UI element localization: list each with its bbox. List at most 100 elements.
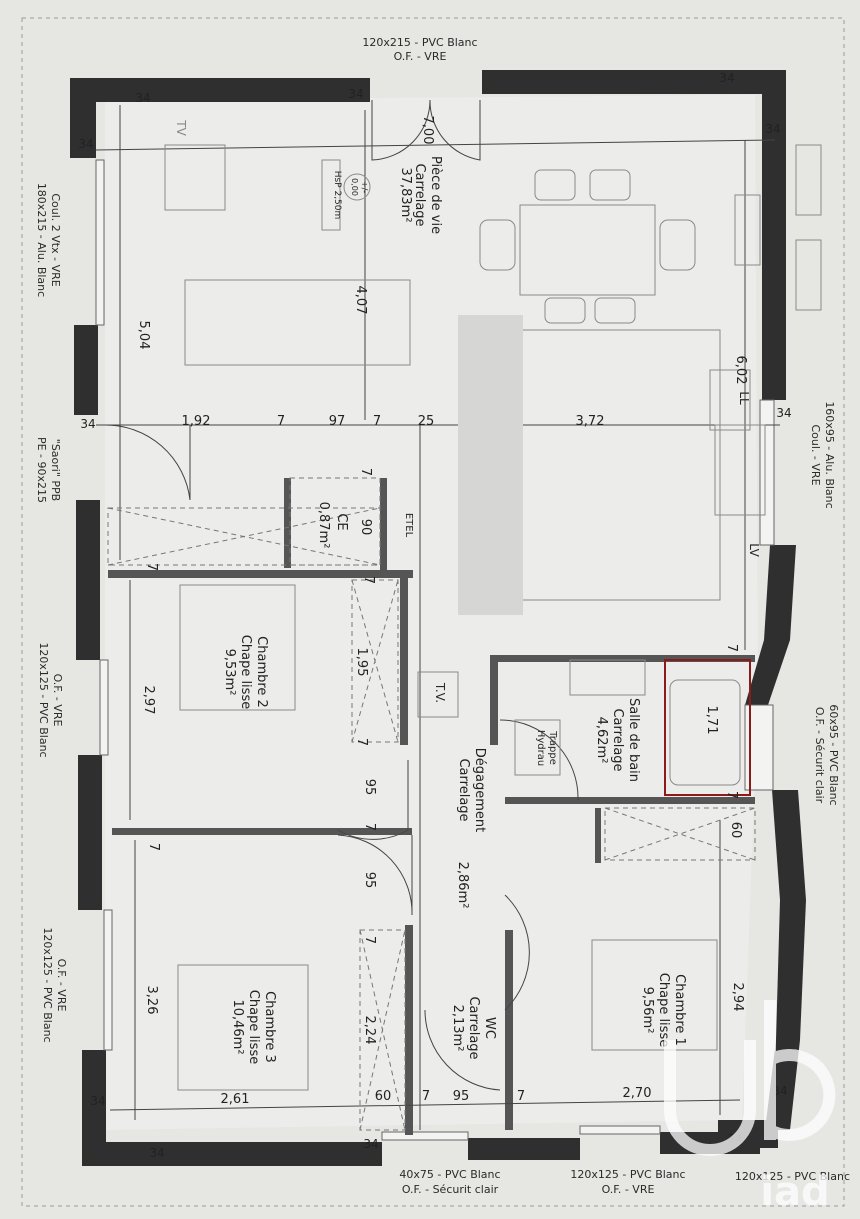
redacted-block <box>458 315 523 615</box>
win-right-upper-2: Coul. - VRE <box>809 424 822 485</box>
level-sign: +/- <box>360 181 369 193</box>
partition-wc-right <box>505 930 513 1130</box>
exterior-unit-a <box>795 144 822 216</box>
bedroom2-area: 9,53m² <box>222 649 237 696</box>
dining-table <box>519 204 656 296</box>
dim-60a: 60 <box>728 822 743 839</box>
bed-bedroom2 <box>179 584 296 711</box>
win-left-low-1: 120x125 - PVC Blanc <box>41 927 54 1042</box>
bathtub <box>664 659 751 796</box>
etel-label: ETEL <box>403 513 414 538</box>
door-bedroom1 <box>504 894 530 1011</box>
hall-area: 2,86m² <box>455 862 470 909</box>
furniture <box>164 144 822 1091</box>
dim-34: 34 <box>149 1146 164 1160</box>
trappe-label-1: Trappe <box>547 730 558 765</box>
dim-2-94: 2,94 <box>730 983 745 1012</box>
win-right-mid-1: 60x95 - PVC Blanc <box>827 704 840 805</box>
chair <box>479 219 516 271</box>
room-labels: Pièce de vie Carrelage 37,83m² CE 0,87m²… <box>222 156 687 1064</box>
exterior-unit-b <box>795 239 822 311</box>
dim-7e: 7 <box>361 576 376 584</box>
dim-34: 34 <box>90 1094 105 1108</box>
closet-bedroom3 <box>359 929 406 1131</box>
dim-7k: 7 <box>724 791 739 799</box>
partition-ce-left <box>284 478 291 568</box>
bed-bedroom3 <box>177 964 309 1091</box>
window-left-mid <box>99 659 109 756</box>
dim-2-61: 2,61 <box>221 1092 250 1107</box>
radiator <box>734 194 761 266</box>
door-swings <box>103 99 579 1091</box>
dim-1-71: 1,71 <box>704 706 719 735</box>
dim-34: 34 <box>78 137 93 151</box>
dim-7m: 7 <box>517 1089 525 1104</box>
dim-5-04: 5,04 <box>136 321 151 350</box>
door-entry-b <box>429 99 481 161</box>
chair <box>544 297 586 324</box>
partition-bedroom2-right <box>400 570 408 745</box>
iad-watermark: iad <box>664 1000 836 1215</box>
dim-2-70: 2,70 <box>623 1086 652 1101</box>
win-top-line2: O.F. - VRE <box>394 50 447 63</box>
dimline-7-00 <box>95 139 776 151</box>
watermark-text: iad <box>760 1169 829 1215</box>
dim-95c: 95 <box>453 1089 470 1104</box>
dim-60b: 60 <box>375 1089 392 1104</box>
dim-7j: 7 <box>724 644 739 652</box>
partition-bedroom3-right <box>405 925 413 1135</box>
dim-34: 34 <box>765 122 780 136</box>
dim-7b: 7 <box>373 414 381 429</box>
partition-bath-left <box>490 655 498 745</box>
door-bedroom3 <box>337 834 413 916</box>
living-area: 37,83m² <box>398 167 413 222</box>
closet-bedroom1 <box>604 807 756 861</box>
wall-bottom-mid <box>468 1138 580 1160</box>
dim-25: 25 <box>418 414 435 429</box>
dim-2-24: 2,24 <box>362 1016 377 1045</box>
chair <box>659 219 696 271</box>
wc-floor: Carrelage <box>466 996 481 1059</box>
bedroom2-name: Chambre 2 <box>254 636 269 708</box>
win-right-upper-1: 160x95 - Alu. Blanc <box>823 401 836 508</box>
bath-vanity <box>569 659 646 696</box>
dim-95a: 95 <box>362 779 377 796</box>
wc-area: 2,13m² <box>450 1005 465 1052</box>
bathroom-floor: Carrelage <box>610 708 625 771</box>
bed-bedroom1 <box>591 939 718 1051</box>
tv-hall-label: T.V. <box>433 682 447 703</box>
tv-unit <box>164 144 226 211</box>
door-bedroom2 <box>337 760 409 840</box>
closets <box>107 477 756 1131</box>
hsp-label: HsP 2,50m <box>332 171 342 220</box>
dim-7h: 7 <box>362 823 377 831</box>
living-floor: Carrelage <box>412 163 427 226</box>
interior-walls <box>108 478 755 1135</box>
dim-34: 34 <box>135 91 150 105</box>
dim-7-00: 7,00 <box>420 116 435 145</box>
dim-6-02: 6,02 <box>733 356 748 385</box>
wc-name: WC <box>482 1017 497 1039</box>
bathroom-area: 4,62m² <box>594 717 609 764</box>
trappe-label-2: Hydrau <box>535 730 546 766</box>
washing-machine <box>709 369 751 431</box>
chair <box>594 297 636 324</box>
dim-3-72: 3,72 <box>576 414 605 429</box>
kitchen-sink <box>714 424 766 516</box>
bedroom2-floor: Chape lisse <box>238 635 253 709</box>
dimension-values: 7,00 5,04 4,07 6,02 1,92 7 97 7 25 3,72 … <box>78 71 791 1160</box>
partition-bedroom2-top <box>108 570 413 578</box>
bathroom-name: Salle de bain <box>626 698 641 782</box>
bedroom1-area: 9,56m² <box>640 987 655 1034</box>
window-annotations: 120x215 - PVC Blanc O.F. - VRE 120x125 -… <box>35 36 850 1196</box>
window-left-low <box>103 909 113 1051</box>
sheet-border <box>21 17 845 1207</box>
dim-97: 97 <box>329 414 346 429</box>
bathtub-basin <box>669 679 741 786</box>
dim-3-26: 3,26 <box>144 986 159 1015</box>
dimline-bottom <box>109 1099 741 1111</box>
door-bathroom <box>499 719 579 801</box>
floor-area <box>105 95 758 1130</box>
win-top-line1: 120x215 - PVC Blanc <box>362 36 477 49</box>
